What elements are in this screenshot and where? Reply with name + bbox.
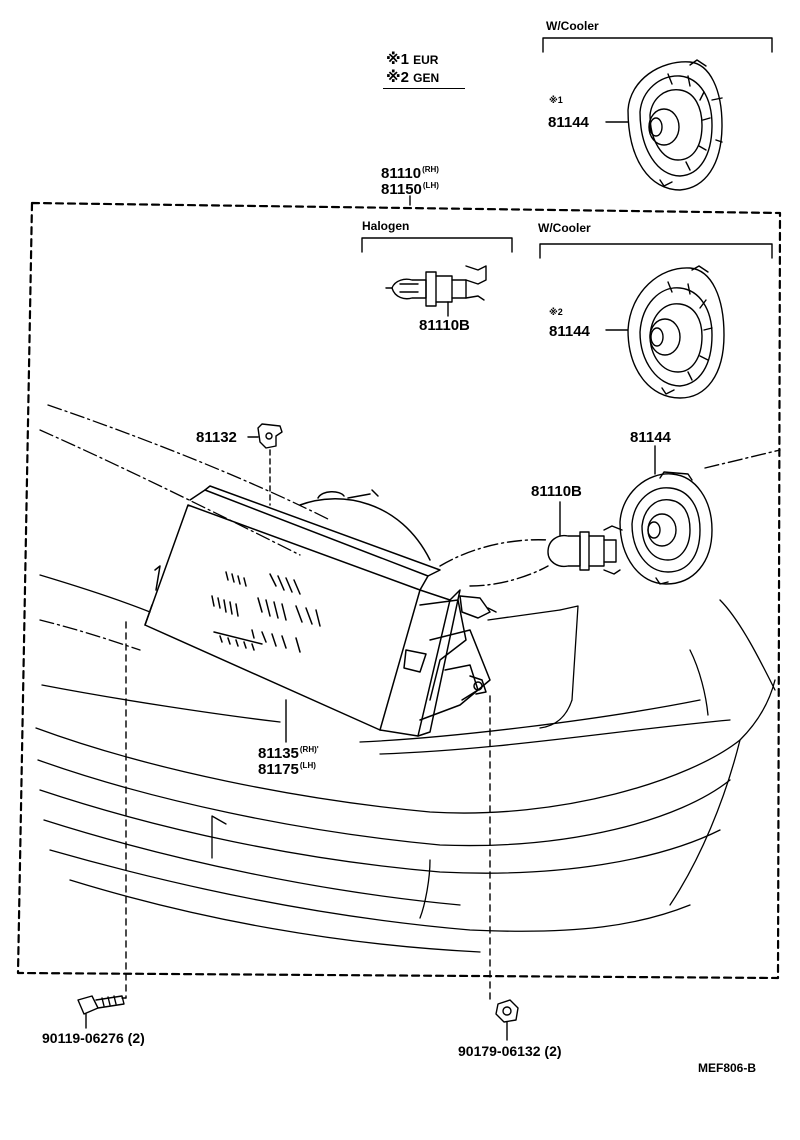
part-nut-num: 90179-06132 xyxy=(458,1043,541,1059)
legend-gen-mark: ※2 xyxy=(386,69,409,86)
part-81110b-low: 81110B xyxy=(531,483,582,500)
part-unit-lh-side: (LH) xyxy=(299,761,316,770)
group-label-cooler-top: W/Cooler xyxy=(546,19,599,33)
part-81144-low: 81144 xyxy=(630,429,671,446)
legend-eur: ※1 EUR xyxy=(386,52,438,67)
dashdot-routing-upper xyxy=(439,539,549,567)
clip-81132-drawing xyxy=(257,423,283,449)
vehicle-body-drawing xyxy=(35,404,776,953)
legend-gen: ※2 GEN xyxy=(386,70,439,85)
part-assembly-lh-num: 81150 xyxy=(381,181,422,198)
part-unit-lh-num: 81175 xyxy=(258,761,299,778)
diagram-code: MEF806-B xyxy=(698,1061,757,1075)
legend-underline xyxy=(383,88,465,89)
cooler-cover-low-drawing xyxy=(619,471,713,585)
halogen-bracket xyxy=(361,237,513,253)
assembly-dashed-box xyxy=(16,201,782,980)
part-assembly-rh-side: (RH) xyxy=(422,165,439,174)
part-assembly-rh-num: 81110 xyxy=(381,165,422,182)
note-cooler-top: ※1 xyxy=(549,95,563,105)
part-bolt-qty: (2) xyxy=(127,1030,145,1046)
headlamp-housing-drawing xyxy=(144,485,497,737)
halogen-bulb-drawing xyxy=(385,265,487,307)
group-label-halogen: Halogen xyxy=(362,219,410,233)
group-label-cooler-mid: W/Cooler xyxy=(538,221,591,235)
legend-eur-label: EUR xyxy=(413,53,439,67)
part-unit-lh: 81175(LH) xyxy=(258,761,316,778)
part-bolt-num: 90119-06276 xyxy=(42,1030,124,1046)
legend-gen-label: GEN xyxy=(413,71,440,85)
legend-eur-mark: ※1 xyxy=(386,51,409,68)
cooler-cover-top-drawing xyxy=(627,59,723,191)
part-81144-mid: 81144 xyxy=(549,323,590,340)
bulb-low-drawing xyxy=(547,525,623,575)
part-unit-rh: 81135(RH)' xyxy=(258,745,319,762)
part-nut: 90179-06132 (2) xyxy=(458,1044,562,1058)
part-assembly-lh: 81150(LH) xyxy=(381,181,439,198)
cooler-top-bracket xyxy=(542,37,773,53)
cooler-cover-mid-drawing xyxy=(627,265,725,399)
part-assembly-rh: 81110(RH) xyxy=(381,165,439,182)
part-nut-qty: (2) xyxy=(544,1043,562,1059)
part-unit-rh-side: (RH)' xyxy=(299,745,319,754)
part-unit-rh-num: 81135 xyxy=(258,745,299,762)
part-81110b-halogen: 81110B xyxy=(419,317,470,334)
part-assembly-lh-side: (LH) xyxy=(422,181,439,190)
part-bolt: 90119-06276 (2) xyxy=(42,1031,145,1045)
nut-drawing xyxy=(495,999,519,1023)
bolt-drawing xyxy=(77,995,127,1015)
part-81144-top: 81144 xyxy=(548,114,589,131)
dashdot-routing-lower xyxy=(469,565,549,587)
part-81132: 81132 xyxy=(196,429,237,446)
dashdot-right xyxy=(704,449,781,469)
cooler-mid-bracket xyxy=(539,243,773,259)
note-cooler-mid: ※2 xyxy=(549,307,563,317)
